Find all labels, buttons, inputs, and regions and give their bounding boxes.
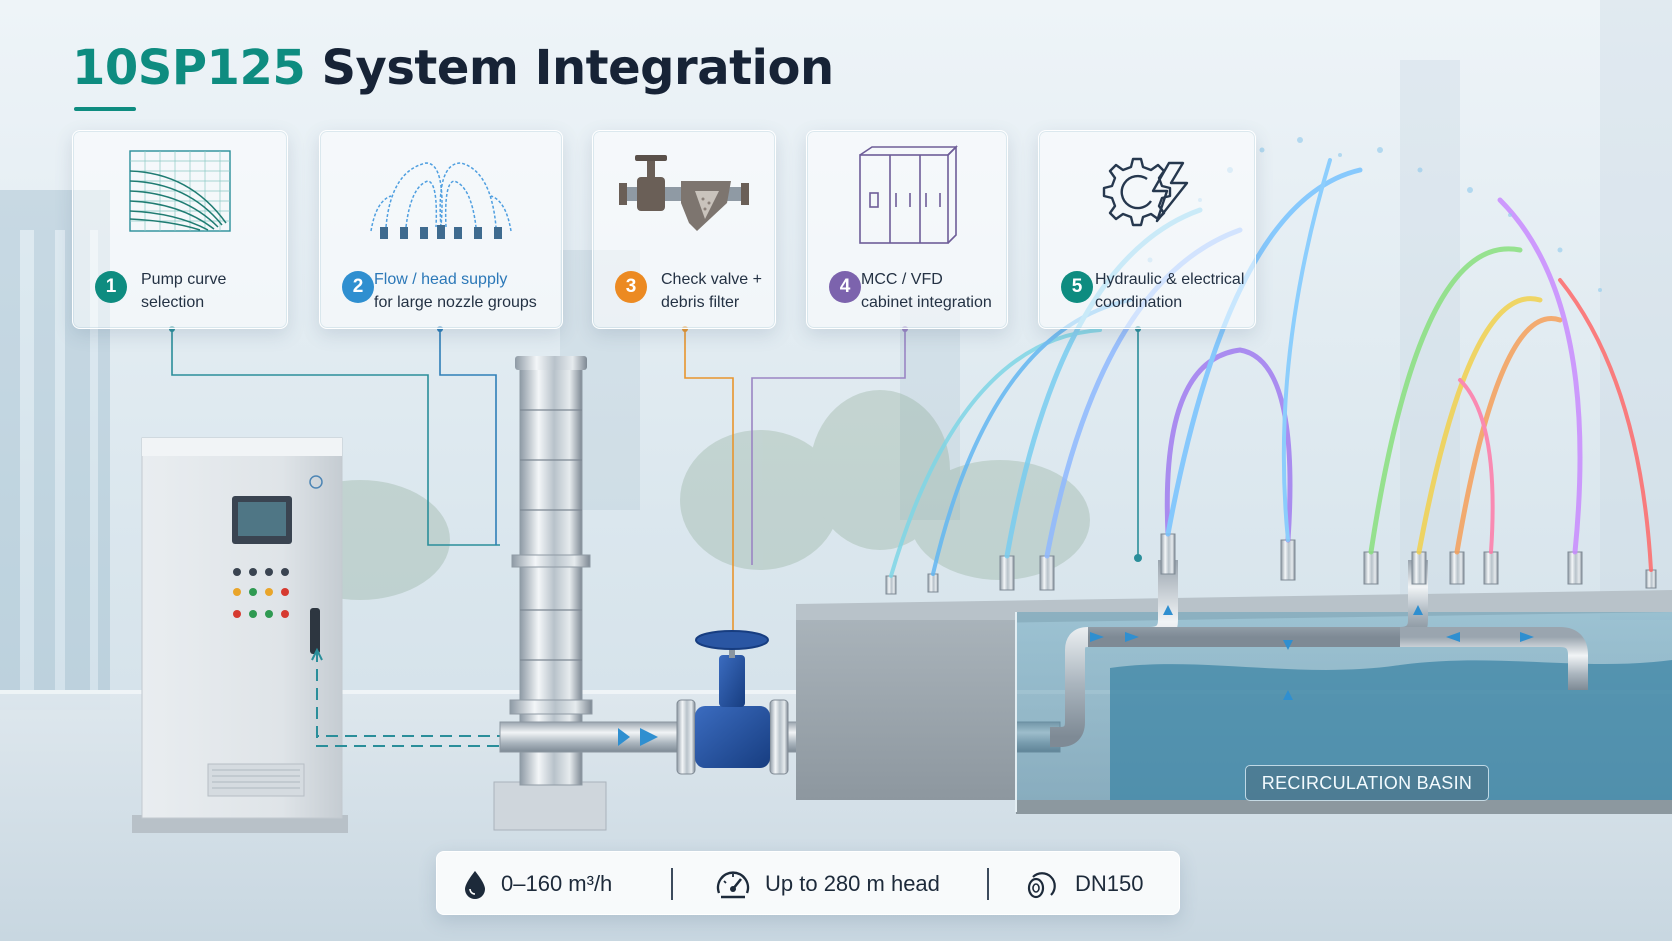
card-label-line2: selection [141, 294, 205, 311]
card-check-valve: 3 Check valve + debris filter [592, 130, 776, 329]
card-label: MCC / VFD cabinet integration [861, 268, 1001, 314]
control-cabinet-icon [859, 145, 958, 244]
card-label-line2: for large nozzle groups [374, 294, 537, 311]
pipe-diameter-icon [1027, 872, 1056, 899]
card-label-line2: cabinet integration [861, 294, 992, 311]
pressure-gauge-icon [716, 871, 750, 899]
page-title: 10SP125 System Integration [72, 40, 834, 96]
card-label: Check valve + debris filter [661, 268, 769, 314]
card-pump-curve: 1 Pump curve selection [72, 130, 288, 329]
stat-head-text: Up to 280 m head [765, 871, 940, 896]
step-number: 1 [95, 271, 127, 303]
card-label-line1: MCC / VFD [861, 271, 943, 288]
stat-flow: 0–160 m³/h [463, 852, 612, 916]
stat-diameter: DN150 [1025, 852, 1143, 916]
title-underline [74, 107, 136, 111]
step-number: 2 [342, 271, 374, 303]
card-hydraulic-electrical: 5 Hydraulic & electrical coordination [1038, 130, 1256, 329]
stats-bar: 0–160 m³/h Up to 280 m head DN150 [436, 851, 1180, 915]
card-label-line1: Flow / head supply [374, 271, 508, 288]
stat-flow-text: 0–160 m³/h [501, 871, 613, 896]
basin-label: RECIRCULATION BASIN [1245, 765, 1489, 801]
card-label-line2: coordination [1095, 294, 1183, 311]
stat-divider [671, 868, 673, 900]
pump-curve-chart-icon [129, 150, 231, 232]
valve-filter-icon [619, 155, 749, 231]
card-label-line2: debris filter [661, 294, 740, 311]
fountain-nozzles-icon [370, 162, 512, 239]
stat-head: Up to 280 m head [715, 852, 940, 916]
stat-diameter-text: DN150 [1075, 871, 1144, 896]
card-label-line1: Pump curve [141, 271, 227, 288]
water-drop-icon [465, 871, 485, 899]
card-label: Pump curve selection [141, 268, 281, 314]
card-label: Flow / head supply for large nozzle grou… [374, 268, 556, 314]
step-number: 3 [615, 271, 647, 303]
card-flow-head: 2 Flow / head supply for large nozzle gr… [319, 130, 563, 329]
card-label: Hydraulic & electrical coordination [1095, 268, 1249, 314]
title-model: 10SP125 [72, 40, 306, 96]
gear-lightning-icon [1102, 157, 1189, 227]
card-mcc-vfd: 4 MCC / VFD cabinet integration [806, 130, 1008, 329]
title-text: System Integration [321, 40, 834, 96]
stat-divider [987, 868, 989, 900]
card-label-line1: Check valve + [661, 271, 762, 288]
card-label-line1: Hydraulic & electrical [1095, 271, 1245, 288]
step-number: 5 [1061, 271, 1093, 303]
step-number: 4 [829, 271, 861, 303]
